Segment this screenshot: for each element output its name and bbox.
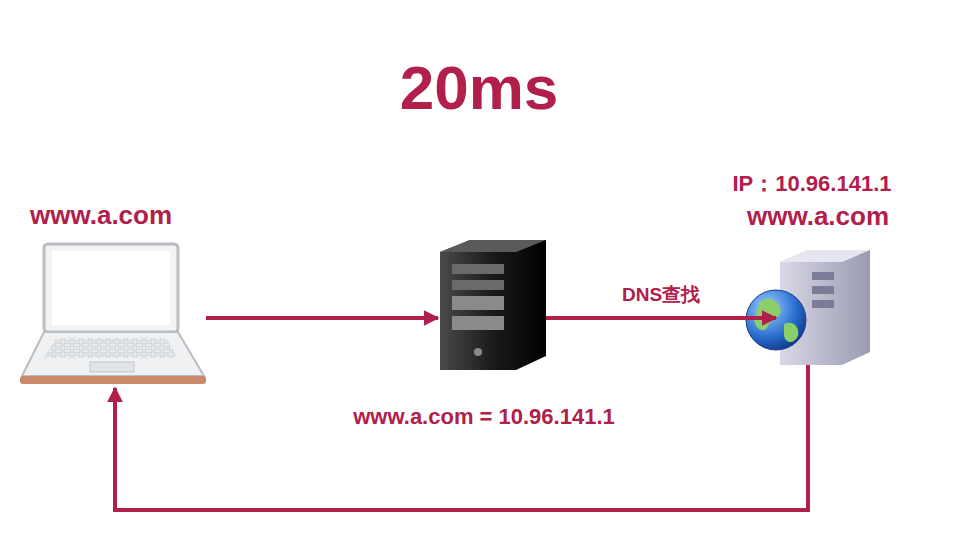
flow-arrow: [546, 316, 776, 320]
web-server-icon: [746, 250, 870, 365]
resolution-label: www.a.com = 10.96.141.1: [353, 404, 615, 430]
laptop-icon: [20, 244, 206, 384]
flow-arrow: [206, 316, 438, 320]
diagram-title: 20ms: [0, 52, 958, 123]
host-label: www.a.com: [30, 200, 172, 231]
flow-arrow: [115, 365, 808, 510]
dns-server-node: www.a.com = 10.96.141.1: [440, 240, 546, 370]
web-server-node: IP：10.96.141.1www.a.com: [778, 250, 870, 365]
edge-label: DNS查找: [620, 282, 702, 308]
host-label: www.a.com: [747, 201, 889, 232]
ip-label: IP：10.96.141.1: [733, 169, 892, 199]
dns-server-icon: [440, 240, 546, 370]
laptop-node: www.a.com: [22, 244, 206, 384]
